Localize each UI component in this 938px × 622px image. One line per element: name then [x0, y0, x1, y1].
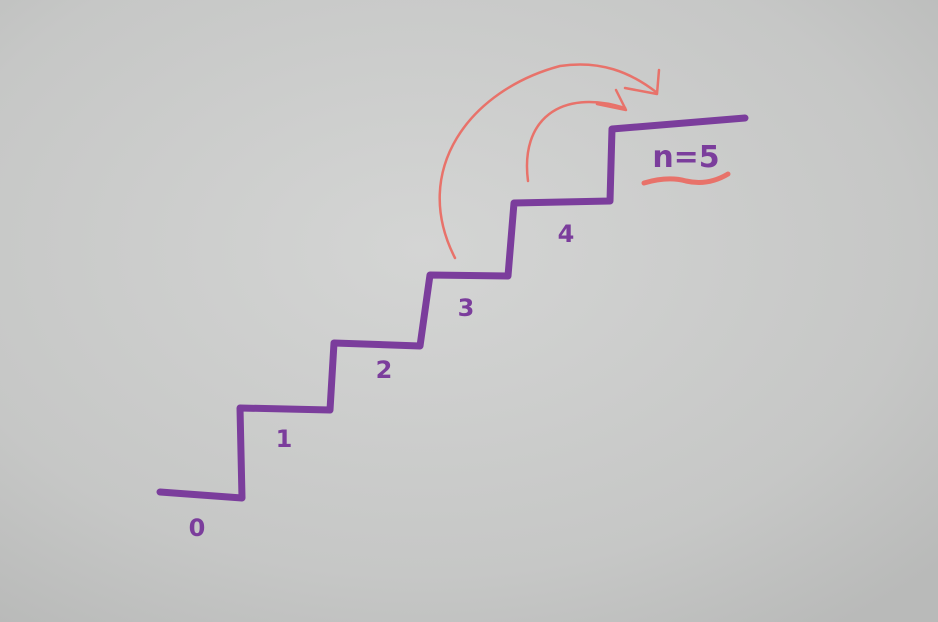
step-label-4: 4 — [558, 220, 575, 248]
jump-arrow-from-4-head — [595, 88, 628, 112]
step-label-1: 1 — [276, 425, 293, 453]
jump-arrow-from-4 — [525, 100, 627, 183]
jump-arrow-from-3 — [438, 63, 658, 260]
jump-arrow-from-3-head — [623, 68, 661, 96]
top-step-label: n=5 — [652, 140, 719, 175]
staircase — [156, 114, 749, 502]
step-label-0: 0 — [189, 514, 206, 542]
step-label-3: 3 — [458, 294, 475, 322]
step-label-2: 2 — [376, 356, 393, 384]
label-underline — [641, 171, 731, 186]
